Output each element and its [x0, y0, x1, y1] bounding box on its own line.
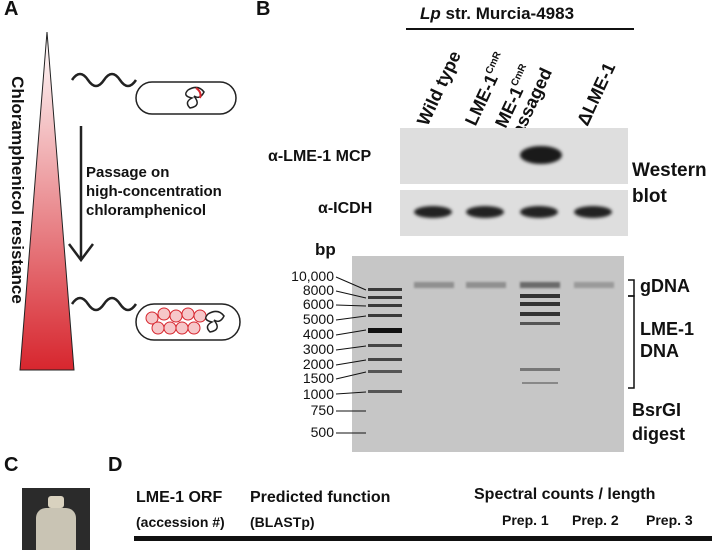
table-header-prep-1: Prep. 1 [502, 512, 549, 528]
bacterium-before-icon [70, 72, 237, 115]
lme-band [522, 382, 558, 384]
ladder-label: 4000 [302, 326, 334, 342]
orf-header-line-2: (accession #) [136, 514, 225, 530]
table-header-prep-2: Prep. 2 [572, 512, 619, 528]
passage-line-3: chloramphenicol [86, 202, 207, 219]
lane-2-sup: CmR [483, 50, 504, 76]
lme-dna-label: LME-1 DNA [640, 318, 694, 362]
lane-label-wildtype: Wild type [413, 48, 466, 129]
ladder-label: 5000 [302, 311, 334, 327]
ladder-leader-lines [335, 276, 367, 434]
lme-dna-line-1: LME-1 [640, 319, 694, 339]
blot-band-icdh-3 [520, 206, 558, 218]
western-line-1: Western [632, 160, 707, 181]
western-blot-mcp [400, 128, 628, 184]
ladder-label: 750 [310, 402, 334, 418]
ladder-band [368, 304, 402, 307]
bp-label: bp [315, 240, 336, 259]
passage-line-1: Passage on [86, 164, 170, 181]
ladder-label: 1500 [302, 370, 334, 386]
table-header-prep-3: Prep. 3 [646, 512, 693, 528]
function-header-line-1: Predicted function [250, 489, 391, 506]
blot-label-mcp: α-LME-1 MCP [268, 148, 372, 165]
tube-body [36, 508, 76, 550]
table-header-function: Predicted function (BLASTp) [250, 486, 390, 534]
lme-dna-line-2: DNA [640, 341, 679, 361]
strain-header: Lp str. Murcia-4983 [420, 4, 574, 24]
ladder-band [368, 358, 402, 361]
western-blot-icdh [400, 190, 628, 236]
ladder-label: 1000 [302, 386, 334, 402]
ladder-label: 10,000 [291, 268, 334, 284]
table-header-rule [134, 536, 712, 541]
strain-header-rule [406, 28, 634, 30]
lme-band [520, 294, 560, 298]
table-header-spectral: Spectral counts / length [474, 486, 656, 503]
lme-dna-bracket [628, 295, 635, 389]
gdna-band-2 [466, 282, 506, 288]
ladder-band [368, 314, 402, 317]
panel-label-c: C [4, 454, 19, 476]
digest-line-1: BsrGI [632, 400, 682, 420]
western-blot-label: Western blot [632, 158, 707, 210]
lme-band [520, 368, 560, 371]
ladder-band [368, 296, 402, 299]
blot-band-mcp [520, 146, 562, 164]
digest-line-2: digest [632, 424, 686, 444]
lane-3-sup: CmR [509, 62, 530, 89]
digest-label: BsrGI digest [632, 398, 685, 446]
ladder-band [368, 328, 402, 333]
passage-text: Passage on high-concentration chloramphe… [86, 163, 222, 220]
lme-band [520, 322, 560, 325]
blot-band-icdh-2 [466, 206, 504, 218]
ladder-band [368, 288, 402, 291]
bacterium-after-icon [70, 296, 241, 341]
lane-4-name: ΔLME-1 [572, 59, 620, 129]
resistance-axis-label: Chloramphenicol resistance [8, 76, 27, 304]
lane-label-delta-lme1: ΔLME-1 [573, 59, 620, 129]
function-header-line-2: (BLASTp) [250, 514, 315, 530]
ladder-band [368, 390, 402, 393]
ladder-label: 8000 [302, 282, 334, 298]
resistance-gradient-triangle [19, 32, 75, 371]
panel-label-a: A [4, 0, 19, 20]
ladder-label: 6000 [302, 296, 334, 312]
gdna-band-4 [574, 282, 614, 288]
tube-photo [22, 488, 90, 550]
blot-band-icdh-4 [574, 206, 612, 218]
tube-cap [48, 496, 64, 508]
western-line-2: blot [632, 186, 667, 207]
ladder-label: 3000 [302, 341, 334, 357]
panel-label-d: D [108, 454, 123, 476]
strain-genus: Lp [420, 4, 441, 23]
ladder-lane [368, 256, 402, 452]
agarose-gel [352, 256, 624, 452]
blot-label-icdh: α-ICDH [318, 200, 373, 217]
passage-down-arrow [68, 126, 94, 263]
blot-band-icdh-1 [414, 206, 452, 218]
orf-header-line-1: LME-1 ORF [136, 489, 223, 506]
ladder-label: 500 [310, 424, 334, 440]
ladder-label: 2000 [302, 356, 334, 372]
ladder-band [368, 370, 402, 373]
lme-band [520, 312, 560, 316]
strain-name: str. Murcia-4983 [440, 4, 575, 23]
lme-band [520, 302, 560, 306]
passage-line-2: high-concentration [86, 183, 222, 200]
gdna-band-1 [414, 282, 454, 288]
gdna-band-3 [520, 282, 560, 288]
ladder-band [368, 344, 402, 347]
panel-label-b: B [256, 0, 271, 20]
table-header-orf: LME-1 ORF (accession #) [136, 486, 225, 534]
gdna-label: gDNA [640, 276, 690, 296]
lane-1-name: Wild type [412, 47, 465, 129]
